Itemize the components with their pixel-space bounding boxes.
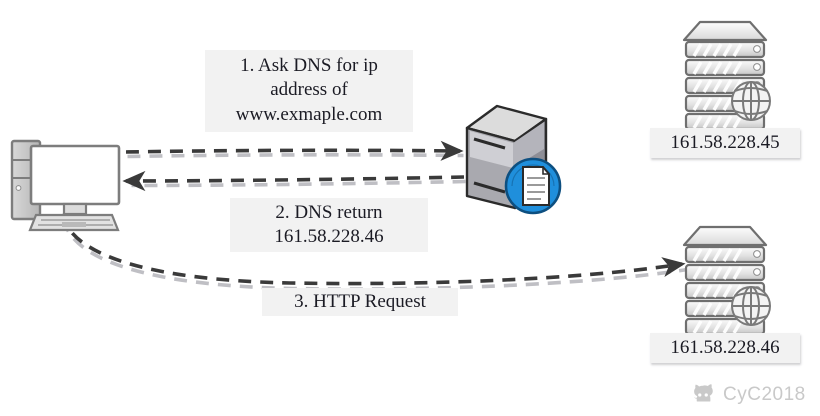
step-3-label: 3. HTTP Request <box>262 288 458 316</box>
arrow-ask-dns <box>125 140 464 161</box>
web-server-top-ip-label: 161.58.228.45 <box>650 128 800 158</box>
arrow-dns-return <box>122 170 466 192</box>
step-3-line-1: 3. HTTP Request <box>294 291 426 312</box>
step-2-label: 2. DNS return 161.58.228.46 <box>230 198 428 252</box>
step-1-line-1: 1. Ask DNS for ip <box>240 55 378 76</box>
step-2-line-1: 2. DNS return <box>275 202 383 223</box>
desktop-computer-icon <box>10 139 121 232</box>
web-server-bottom-ip-label: 161.58.228.46 <box>650 333 800 363</box>
web-server-top-icon <box>682 20 771 131</box>
watermark-text: CyC2018 <box>723 384 806 405</box>
step-2-line-2: 161.58.228.46 <box>274 226 384 248</box>
dns-server-icon <box>465 104 562 215</box>
github-octocat-icon <box>690 382 716 408</box>
arrow-http-request <box>60 213 688 291</box>
step-1-line-3: www.exmaple.com <box>235 103 383 125</box>
watermark: CyC2018 <box>690 382 806 408</box>
step-1-label: 1. Ask DNS for ip address of www.exmaple… <box>205 50 413 132</box>
step-1-line-2: address of <box>270 79 348 101</box>
web-server-bottom-icon <box>682 225 771 336</box>
